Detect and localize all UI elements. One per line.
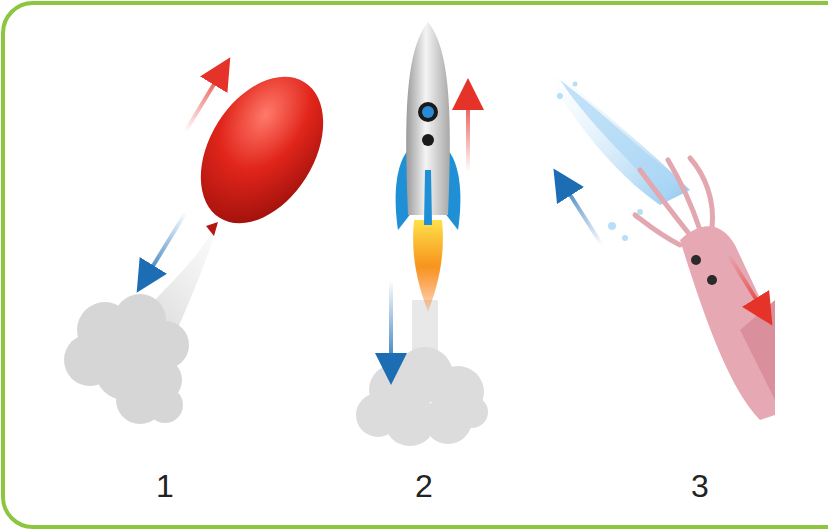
exhaust-cloud (356, 300, 488, 446)
squid-fin (740, 300, 775, 400)
rocket-illustration (356, 22, 488, 446)
thrust-arrow (562, 182, 602, 245)
motion-arrow (728, 254, 764, 312)
squid-eye (691, 255, 701, 265)
motion-arrow (185, 71, 222, 132)
panel-number: 2 (394, 468, 454, 504)
balloon-knot (206, 222, 218, 236)
rocket-flame (413, 220, 443, 312)
balloon-illustration (64, 55, 348, 424)
water-bubbles (557, 82, 643, 242)
thrust-arrow (145, 212, 186, 279)
squid-eye (707, 275, 717, 285)
panel-number: 3 (670, 468, 730, 504)
rocket-window (422, 106, 434, 118)
balloon (176, 55, 349, 246)
thrust-arrow (389, 280, 393, 369)
rocket-fin (424, 170, 432, 225)
squid-body (680, 226, 775, 420)
rocket-window (422, 134, 434, 146)
rocket-window (418, 102, 438, 122)
panel-number: 1 (135, 468, 195, 504)
squid-illustration (548, 75, 775, 420)
frame-border (3, 3, 828, 527)
motion-arrow (466, 94, 470, 172)
air-cloud (64, 294, 189, 424)
water-jet (560, 80, 680, 200)
water-jet (548, 75, 690, 205)
